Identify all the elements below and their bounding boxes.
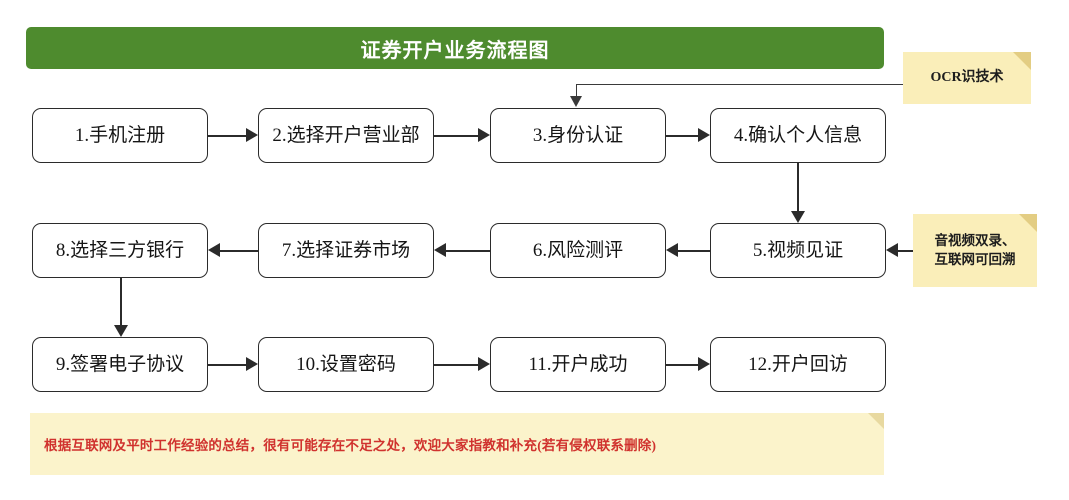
- annotation-note-ocr: OCR识技术: [903, 52, 1031, 104]
- chart-title-banner: 证券开户业务流程图: [26, 27, 884, 69]
- annotation-note-video-line1: 音视频双录、: [934, 233, 1016, 249]
- arrowhead-1-to-2: [246, 128, 258, 142]
- flow-node-9[interactable]: 9.签署电子协议: [32, 337, 208, 392]
- flow-node-10[interactable]: 10.设置密码: [258, 337, 434, 392]
- ocr-leader-line-vertical: [576, 84, 577, 96]
- annotation-note-video-line2: 互联网可回溯: [934, 251, 1016, 267]
- footer-disclaimer-note: 根据互联网及平时工作经验的总结，很有可能存在不足之处，欢迎大家指教和补充(若有侵…: [30, 413, 884, 475]
- flow-node-8[interactable]: 8.选择三方银行: [32, 223, 208, 278]
- video-note-leader-line: [898, 250, 914, 252]
- flow-node-7[interactable]: 7.选择证券市场: [258, 223, 434, 278]
- flow-node-1[interactable]: 1.手机注册: [32, 108, 208, 163]
- connector-2-to-3: [434, 135, 478, 137]
- arrowhead-4-to-5: [791, 211, 805, 223]
- note-fold-corner-icon: [868, 413, 884, 429]
- note-fold-corner-icon: [1019, 214, 1037, 232]
- arrowhead-7-to-8: [208, 243, 220, 257]
- flow-node-6[interactable]: 6.风险测评: [490, 223, 666, 278]
- flow-node-11[interactable]: 11.开户成功: [490, 337, 666, 392]
- connector-11-to-12: [666, 364, 698, 366]
- video-note-arrowhead: [886, 243, 898, 257]
- arrowhead-9-to-10: [246, 357, 258, 371]
- annotation-note-ocr-text: OCR识技术: [930, 69, 1004, 85]
- connector-9-to-10: [208, 364, 246, 366]
- arrowhead-3-to-4: [698, 128, 710, 142]
- connector-10-to-11: [434, 364, 478, 366]
- arrowhead-8-to-9: [114, 325, 128, 337]
- flow-node-2[interactable]: 2.选择开户营业部: [258, 108, 434, 163]
- connector-3-to-4: [666, 135, 698, 137]
- annotation-note-video: 音视频双录、 互联网可回溯: [913, 214, 1037, 287]
- connector-4-to-5: [797, 163, 799, 211]
- arrowhead-10-to-11: [478, 357, 490, 371]
- connector-7-to-8: [220, 250, 258, 252]
- flow-node-3[interactable]: 3.身份认证: [490, 108, 666, 163]
- arrowhead-6-to-7: [434, 243, 446, 257]
- arrowhead-5-to-6: [666, 243, 678, 257]
- flow-node-12[interactable]: 12.开户回访: [710, 337, 886, 392]
- connector-1-to-2: [208, 135, 246, 137]
- flow-node-4[interactable]: 4.确认个人信息: [710, 108, 886, 163]
- ocr-leader-arrowhead: [570, 96, 582, 107]
- connector-5-to-6: [678, 250, 710, 252]
- footer-disclaimer-text: 根据互联网及平时工作经验的总结，很有可能存在不足之处，欢迎大家指教和补充(若有侵…: [44, 438, 657, 453]
- page-title: 证券开户业务流程图: [360, 39, 550, 62]
- connector-6-to-7: [446, 250, 490, 252]
- ocr-leader-line-horizontal: [576, 84, 904, 85]
- arrowhead-11-to-12: [698, 357, 710, 371]
- note-fold-corner-icon: [1013, 52, 1031, 70]
- flow-node-5[interactable]: 5.视频见证: [710, 223, 886, 278]
- connector-8-to-9: [120, 278, 122, 325]
- arrowhead-2-to-3: [478, 128, 490, 142]
